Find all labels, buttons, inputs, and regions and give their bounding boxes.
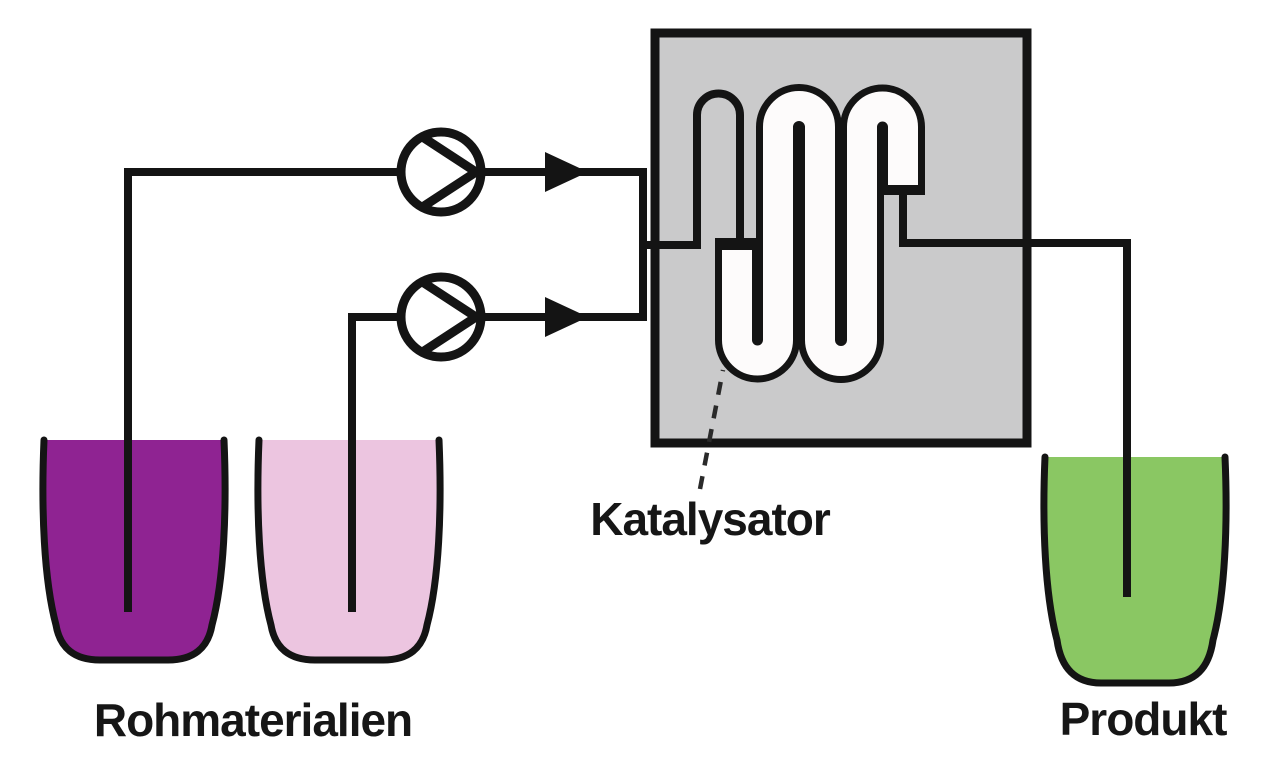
flow-arrow-icon-1 (545, 152, 588, 192)
pump-icon-1 (396, 127, 486, 217)
tube-raw-b-to-pump2 (348, 313, 402, 612)
pump1-impeller-chevron (419, 133, 481, 211)
pump2-body (396, 272, 486, 362)
tube-reactor-inlet (639, 89, 744, 250)
catalyst-leader-line (697, 369, 726, 490)
vessel-product (1040, 453, 1230, 687)
label-product: Produkt (1060, 693, 1227, 745)
pump-icon-2 (396, 272, 486, 362)
tube-merge-junction (481, 168, 647, 321)
catalyst-channel-bore (722, 91, 918, 376)
pump2-impeller-chevron (419, 278, 481, 356)
pump1-body (396, 127, 486, 217)
flow-arrow-icon-2 (545, 297, 588, 337)
label-raw-materials: Rohmaterialien (94, 694, 412, 746)
label-catalyst: Katalysator (590, 493, 831, 545)
tube-raw-a-to-pump1 (124, 168, 402, 612)
tube-reactor-outlet (899, 190, 1131, 597)
vessel-raw-material-a (39, 436, 229, 664)
